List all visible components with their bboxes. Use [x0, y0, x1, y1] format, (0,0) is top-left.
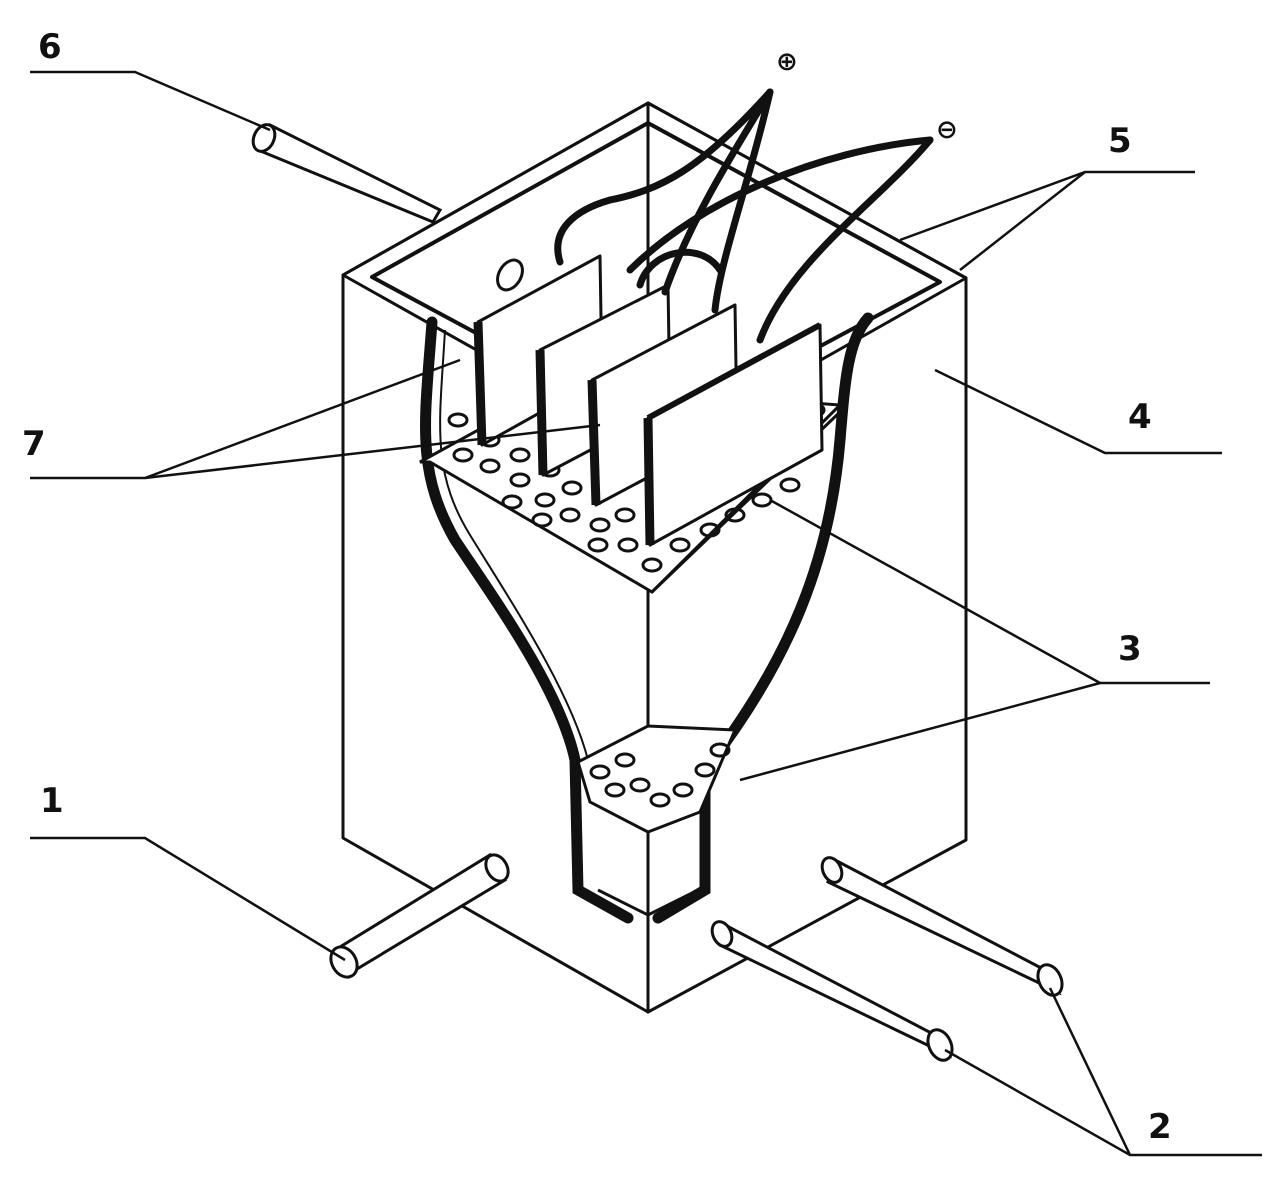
positive-terminal-symbol: ⊕ [776, 47, 798, 77]
label-3: 3 [1118, 629, 1142, 669]
label-4: 4 [1128, 397, 1152, 437]
lower-plate-holes [589, 742, 731, 808]
housing-right-face [646, 101, 968, 1014]
pipe-bottom-right-1 [710, 920, 954, 1062]
label-2: 2 [1148, 1107, 1172, 1147]
pipe-top-left [251, 122, 443, 224]
label-1: 1 [40, 781, 64, 821]
leader-3b [739, 681, 1101, 782]
leader-2b [1048, 987, 1132, 1156]
labels: 6 7 1 5 4 3 2 ⊕ ⊖ [22, 27, 1172, 1147]
funnel-wall-left [420, 316, 634, 924]
funnel-wall-right [652, 312, 874, 924]
wire-loop [496, 258, 524, 292]
pipe-bottom-right-2 [820, 856, 1064, 997]
label-7: 7 [22, 424, 46, 464]
wire-positive-b [661, 88, 774, 296]
pipes [251, 122, 1064, 1062]
label-5: 5 [1108, 121, 1132, 161]
wire-positive-a [554, 88, 774, 266]
wire-negative-a [626, 136, 934, 274]
funnel-wall-left-inner [439, 329, 589, 761]
wires [496, 88, 934, 344]
label-6: 6 [38, 27, 62, 67]
leader-5b [959, 171, 1086, 271]
negative-terminal-symbol: ⊖ [936, 115, 958, 145]
leader-7b [144, 423, 601, 480]
leader-lines [30, 70, 1262, 1157]
leader-4 [934, 368, 1222, 455]
lower-perforated-plate [576, 724, 738, 834]
pipe-bottom-left [329, 852, 510, 979]
lower-plate-face [576, 724, 738, 834]
leader-6 [30, 70, 271, 132]
leader-5a [899, 170, 1195, 242]
leader-1 [30, 836, 346, 962]
wire-positive-c [711, 88, 774, 314]
wire-negative-b [756, 136, 934, 344]
wire-extra [636, 248, 724, 289]
